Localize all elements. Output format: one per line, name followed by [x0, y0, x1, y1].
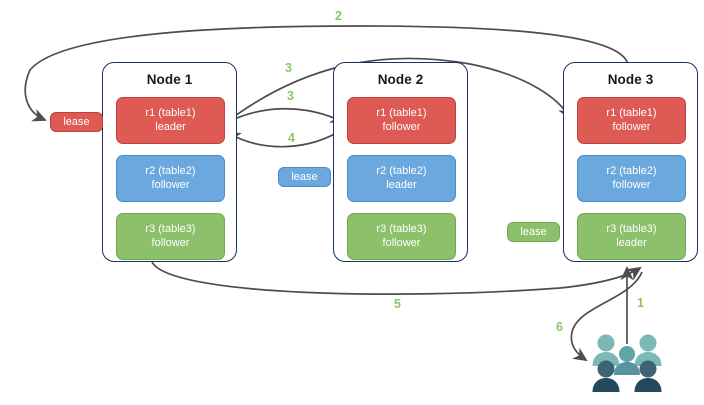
replica-role: follower — [151, 236, 190, 249]
replica-role: follower — [612, 178, 651, 191]
step-label-6: 6 — [556, 320, 563, 334]
replica-r1-node1[interactable]: r1 (table1) leader — [116, 97, 225, 144]
arrow-step-2 — [24, 25, 629, 122]
replica-role: follower — [151, 178, 190, 191]
replica-name: r3 (table3) — [606, 223, 657, 235]
replica-name: r2 (table2) — [606, 165, 657, 177]
step-label-4: 4 — [288, 131, 295, 145]
node-container-3[interactable]: Node 3 r1 (table1) follower r2 (table2) … — [563, 62, 698, 262]
node-title: Node 3 — [607, 72, 654, 87]
replica-name: r1 (table1) — [606, 107, 657, 119]
node-container-2[interactable]: Node 2 r1 (table1) follower r2 (table2) … — [333, 62, 468, 262]
arrow-step-6 — [570, 271, 643, 362]
replica-role: follower — [382, 120, 421, 133]
replica-r2-node2[interactable]: r2 (table2) leader — [347, 155, 456, 202]
replica-role: follower — [382, 236, 421, 249]
replica-role: follower — [612, 120, 651, 133]
replica-name: r2 (table2) — [376, 165, 427, 177]
replica-name: r1 (table1) — [145, 107, 196, 119]
node-title: Node 1 — [146, 72, 193, 87]
people-group-icon — [592, 334, 662, 392]
replica-r2-node3[interactable]: r2 (table2) follower — [577, 155, 686, 202]
step-label-3a: 3 — [285, 61, 292, 75]
replica-r3-node1[interactable]: r3 (table3) follower — [116, 213, 225, 260]
replica-name: r1 (table1) — [376, 107, 427, 119]
replica-r1-node2[interactable]: r1 (table1) follower — [347, 97, 456, 144]
arrow-step-3-upper — [223, 57, 571, 125]
replica-role: leader — [386, 178, 417, 191]
replica-role: leader — [616, 236, 647, 249]
step-label-1: 1 — [637, 296, 644, 310]
replica-r3-node2[interactable]: r3 (table3) follower — [347, 213, 456, 260]
lease-pill-red[interactable]: lease — [50, 112, 103, 132]
replica-name: r2 (table2) — [145, 165, 196, 177]
replica-r2-node1[interactable]: r2 (table2) follower — [116, 155, 225, 202]
lease-pill-green[interactable]: lease — [507, 222, 560, 242]
step-label-2: 2 — [335, 9, 342, 23]
replica-role: leader — [155, 120, 186, 133]
replica-r3-node3[interactable]: r3 (table3) leader — [577, 213, 686, 260]
node-container-1[interactable]: Node 1 r1 (table1) leader r2 (table2) fo… — [102, 62, 237, 262]
replica-name: r3 (table3) — [145, 223, 196, 235]
arrow-step-4 — [226, 127, 346, 148]
replica-name: r3 (table3) — [376, 223, 427, 235]
lease-pill-blue[interactable]: lease — [278, 167, 331, 187]
step-label-3b: 3 — [287, 89, 294, 103]
replica-r1-node3[interactable]: r1 (table1) follower — [577, 97, 686, 144]
node-title: Node 2 — [377, 72, 424, 87]
step-label-5: 5 — [394, 297, 401, 311]
arrow-step-5 — [151, 261, 642, 295]
